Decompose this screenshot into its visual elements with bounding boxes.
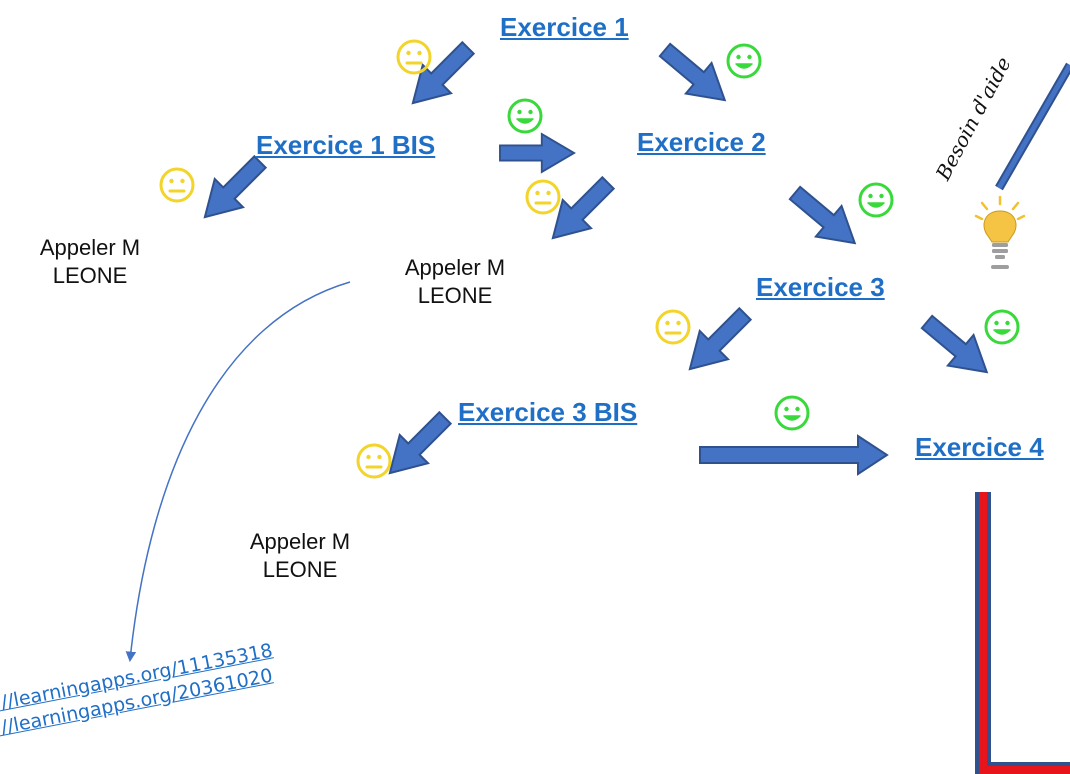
call-teacher-note: Appeler M LEONE — [20, 234, 160, 290]
call-teacher-line1: Appeler M — [39, 235, 141, 260]
link-exercice-2[interactable]: Exercice 2 — [637, 127, 766, 157]
arrow-ex3bis-to-ex4 — [699, 434, 889, 476]
arrow-ex1bis-to-ex2 — [499, 133, 576, 173]
happy-face-icon — [507, 98, 543, 134]
frame-l-shape — [975, 492, 1070, 774]
call-teacher-line2: LEONE — [417, 283, 493, 308]
lightbulb-icon — [974, 195, 1026, 269]
neutral-face-icon — [525, 179, 561, 215]
arrow-ex3-to-ex3bis — [674, 298, 761, 385]
call-teacher-line2: LEONE — [262, 557, 338, 582]
happy-face-icon — [858, 182, 894, 218]
happy-face-icon — [774, 395, 810, 431]
link-exercice-1[interactable]: Exercice 1 — [500, 12, 629, 42]
happy-face-icon — [984, 309, 1020, 345]
curved-connector — [125, 281, 351, 663]
arrow-ex2-to-ex3 — [781, 176, 869, 260]
neutral-face-icon — [396, 39, 432, 75]
call-teacher-note: Appeler M LEONE — [230, 528, 370, 584]
happy-face-icon — [726, 43, 762, 79]
neutral-face-icon — [655, 309, 691, 345]
arrow-ex3bis-to-call — [374, 402, 461, 489]
neutral-face-icon — [159, 167, 195, 203]
neutral-face-icon — [356, 443, 392, 479]
link-exercice-4[interactable]: Exercice 4 — [915, 432, 1044, 462]
arrow-ex1-to-ex1bis — [397, 32, 484, 119]
arrow-ex1-to-ex2 — [651, 33, 739, 117]
link-exercice-1-bis[interactable]: Exercice 1 BIS — [256, 130, 436, 160]
call-teacher-line2: LEONE — [52, 263, 128, 288]
call-teacher-note: Appeler M LEONE — [385, 254, 525, 310]
call-teacher-line1: Appeler M — [249, 529, 351, 554]
link-exercice-3[interactable]: Exercice 3 — [756, 272, 885, 302]
call-teacher-line1: Appeler M — [404, 255, 506, 280]
link-exercice-3-bis[interactable]: Exercice 3 BIS — [458, 397, 638, 427]
